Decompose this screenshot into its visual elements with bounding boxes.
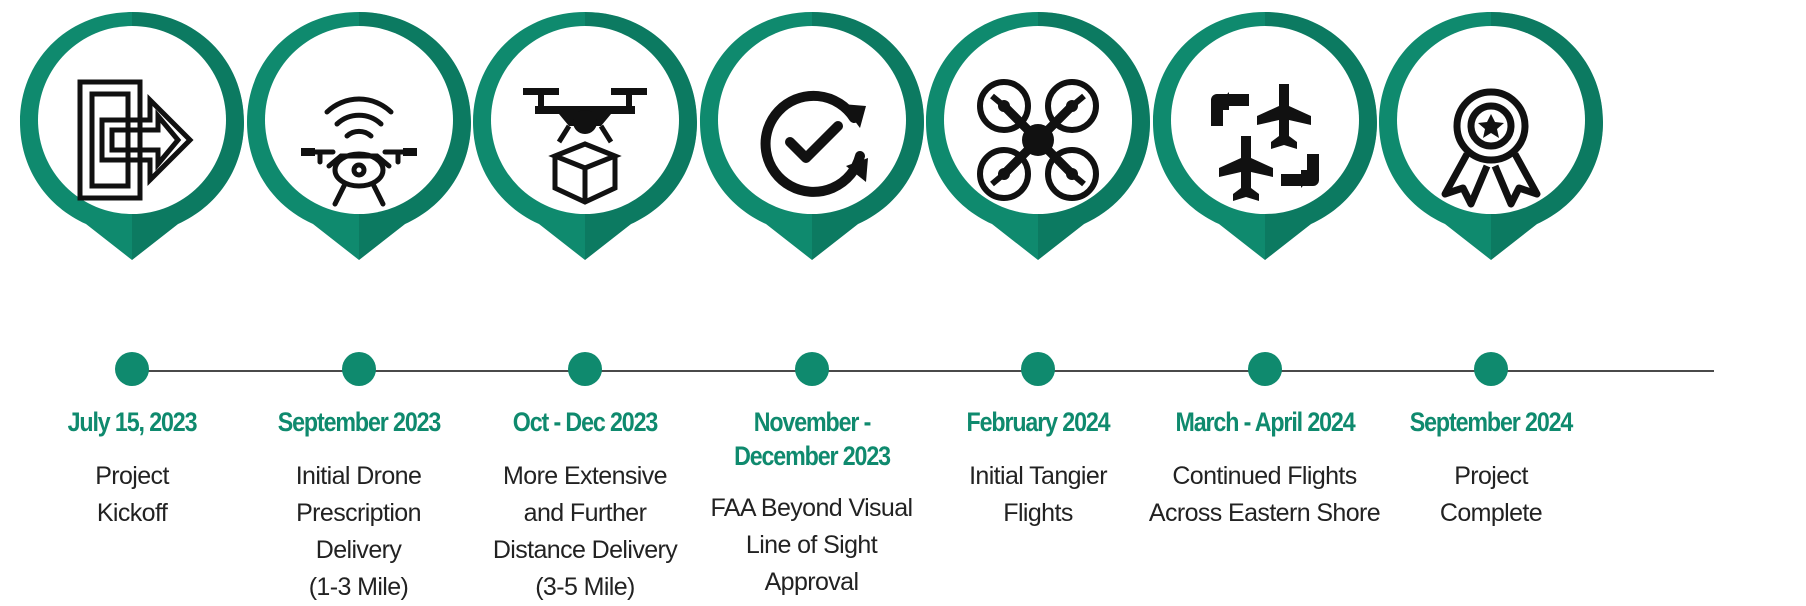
map-pin-marker — [918, 8, 1158, 308]
map-pin-marker — [465, 8, 705, 308]
milestone-date: February 2024 — [926, 405, 1150, 439]
timeline-dot — [1247, 352, 1282, 386]
milestone-description-line: Prescription — [296, 499, 421, 527]
milestone-description-line: (3-5 Mile) — [535, 573, 635, 601]
flight-routes-icon — [1195, 70, 1335, 210]
milestone-date-line: March - April 2024 — [1174, 407, 1355, 437]
milestone-date-line: December 2023 — [733, 441, 891, 471]
map-pin-marker — [12, 8, 252, 308]
timeline-dot — [1021, 352, 1055, 386]
milestone-date-line: September 2023 — [277, 407, 441, 437]
milestone-description-line: Flights — [1003, 499, 1073, 527]
drone-signal-icon — [289, 70, 429, 210]
timeline-dot — [794, 352, 829, 386]
quadcopter-icon — [968, 70, 1108, 210]
milestone-description-line: Initial Tangier — [969, 462, 1107, 490]
milestone-date: Oct - Dec 2023 — [473, 405, 697, 439]
milestone-description-line: Distance Delivery — [492, 536, 678, 564]
milestone-date: September 2023 — [247, 405, 471, 439]
milestone-description-line: Delivery — [315, 536, 402, 564]
milestone-date-line: September 2024 — [1409, 407, 1574, 437]
milestone-date-line: Oct - Dec 2023 — [512, 407, 659, 437]
milestone-description-line: Continued Flights — [1172, 462, 1357, 490]
milestone-description-line: Complete — [1439, 499, 1543, 527]
exit-arrow-icon — [62, 70, 202, 210]
milestone-description-line: Initial Drone — [295, 462, 422, 490]
milestone-description-line: and Further — [523, 499, 647, 527]
timeline-dot — [568, 352, 602, 386]
milestone-date-line: July 15, 2023 — [67, 407, 198, 437]
milestone-date: July 15, 2023 — [20, 405, 244, 439]
milestone-date: September 2024 — [1379, 405, 1603, 439]
timeline-dot — [341, 352, 376, 386]
map-pin-marker — [1145, 8, 1385, 308]
milestone-description-line: FAA Beyond Visual — [710, 494, 914, 522]
timeline-dot — [1474, 352, 1508, 386]
milestone-description-line: Kickoff — [96, 499, 168, 527]
milestone-description-line: Project — [1454, 462, 1528, 490]
drone-package-icon — [515, 70, 655, 210]
milestone-date-line: November - — [753, 407, 871, 437]
timeline-dot — [115, 352, 149, 386]
milestone-description-line: Project — [95, 462, 169, 490]
approval-check-icon — [742, 70, 882, 210]
timeline-line — [130, 370, 1714, 372]
milestone-description-line: Line of Sight — [745, 531, 878, 559]
map-pin-marker — [692, 8, 932, 308]
milestone-date: March - April 2024 — [1153, 405, 1377, 439]
milestone-description-line: (1-3 Mile) — [308, 573, 409, 601]
map-pin-marker — [239, 8, 479, 308]
milestone-description-line: Across Eastern Shore — [1148, 499, 1381, 527]
map-pin-marker — [1371, 8, 1611, 308]
milestone-date: November - December 2023 — [700, 405, 924, 473]
milestone-description-line: More Extensive — [503, 462, 667, 490]
award-ribbon-icon — [1421, 70, 1561, 210]
milestone-date-line: February 2024 — [966, 407, 1111, 437]
milestone-description-line: Approval — [764, 568, 859, 596]
